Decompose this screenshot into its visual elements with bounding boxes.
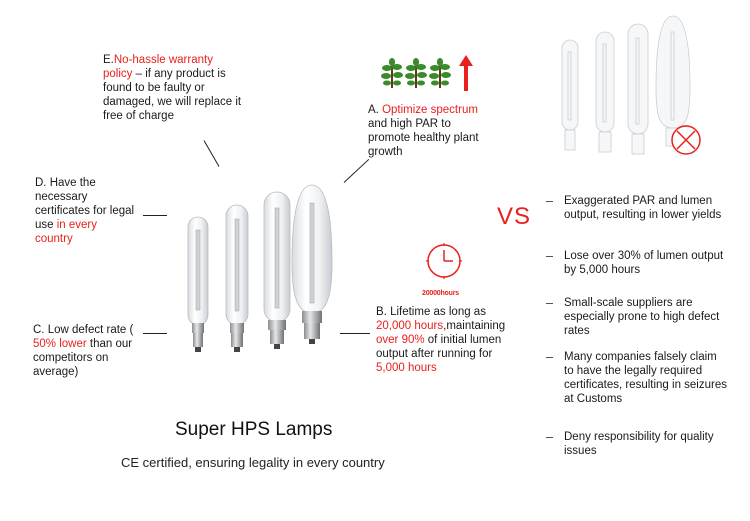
feature-certificates-highlight: in every country [35, 219, 101, 245]
leader-line-defect [143, 333, 167, 334]
hps-lamp-icon [263, 191, 291, 349]
hps-lamp-icon [187, 216, 209, 352]
feature-spectrum-letter: A. [368, 104, 379, 116]
feature-lifetime-letter: B. [376, 306, 387, 318]
feature-spectrum-text: and high PAR to promote healthy plant gr… [368, 104, 482, 158]
feature-lifetime-highlight3: 5,000 hours [376, 362, 437, 374]
feature-defect: C. Low defect rate ( 50% lower than our … [33, 323, 151, 379]
competitor-lamps [561, 15, 691, 155]
feature-certificates-letter: D. [35, 177, 47, 189]
prohibited-icon [671, 125, 701, 155]
leader-line-spectrum [343, 158, 370, 183]
competitor-point-text: Exaggerated PAR and lumen output, result… [564, 195, 722, 221]
feature-warranty: E.No-hassle warranty policy – if any pro… [103, 53, 243, 123]
hps-lamp-icon [291, 184, 333, 344]
feature-warranty-text: – if any product is found to be faulty o… [103, 68, 245, 122]
feature-defect-letter: C. [33, 324, 45, 336]
feature-lifetime: B. Lifetime as long as 20,000 hours,main… [376, 305, 511, 375]
competitor-point-text: Lose over 30% of lumen output by 5,000 h… [564, 250, 724, 276]
competitor-point-text: Many companies falsely claim to have the… [564, 351, 727, 405]
leader-line-certificates [143, 215, 167, 216]
clock-icon [426, 243, 462, 279]
feature-spectrum: A. Optimize spectrum and high PAR to pro… [368, 103, 493, 159]
hps-lamp-icon [595, 31, 615, 153]
competitor-point: Deny responsibility for quality issues [546, 430, 727, 458]
plant-icon [429, 58, 451, 88]
competitor-point: Small-scale suppliers are especially pro… [546, 296, 727, 338]
page-title: Super HPS Lamps [175, 419, 333, 440]
competitor-point: Many companies falsely claim to have the… [546, 350, 727, 406]
plant-icon [405, 58, 427, 88]
leader-line-warranty [203, 140, 220, 167]
competitor-point-text: Deny responsibility for quality issues [564, 431, 714, 457]
competitor-point: Exaggerated PAR and lumen output, result… [546, 194, 727, 222]
up-arrow-icon [459, 55, 473, 91]
feature-certificates: D. Have the necessary certificates for l… [35, 176, 135, 246]
hps-lamp-icon [225, 204, 249, 352]
feature-defect-text-before: Low defect rate ( [44, 324, 137, 336]
feature-spectrum-highlight: Optimize spectrum [382, 104, 478, 116]
plant-icon [381, 58, 403, 88]
feature-warranty-letter: E. [103, 54, 114, 66]
leader-line-lifetime [340, 333, 370, 334]
hps-lamp-icon [627, 23, 649, 155]
feature-lifetime-text2: ,maintaining [443, 320, 509, 332]
feature-lifetime-highlight2: over 90% [376, 334, 425, 346]
page-subtitle: CE certified, ensuring legality in every… [121, 455, 385, 470]
feature-defect-highlight: 50% lower [33, 338, 87, 350]
plant-icons [381, 58, 451, 88]
competitor-point: Lose over 30% of lumen output by 5,000 h… [546, 249, 727, 277]
product-lamps [187, 184, 333, 352]
feature-warranty-highlight: No-hassle warranty policy [103, 54, 217, 80]
competitor-point-text: Small-scale suppliers are especially pro… [564, 297, 720, 337]
feature-certificates-text: Have the necessary certificates for lega… [35, 177, 138, 231]
feature-lifetime-text1: Lifetime as long as [386, 306, 490, 318]
feature-lifetime-highlight1: 20,000 hours [376, 320, 444, 332]
vs-label: VS [497, 203, 532, 230]
hps-lamp-icon [561, 39, 579, 151]
clock-label: 20000hours [422, 290, 459, 297]
feature-defect-text-after: than our competitors on average) [33, 338, 136, 378]
feature-lifetime-text3: of initial lumen output after running fo… [376, 334, 505, 360]
